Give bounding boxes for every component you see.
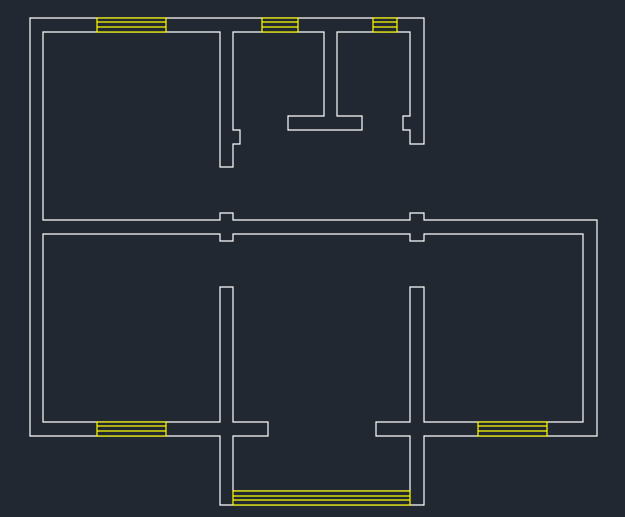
window-frame: [232, 490, 411, 506]
windows: [96, 17, 548, 506]
window-top-left: [96, 17, 167, 33]
window-bottom-center: [232, 490, 411, 506]
window-frame: [96, 421, 167, 437]
window-frame: [261, 17, 299, 33]
walls: [29, 17, 598, 506]
window-frame: [96, 17, 167, 33]
window-bottom-right: [477, 421, 548, 437]
lower-rooms-inner-outline: [42, 233, 584, 492]
outer-wall-outline: [29, 17, 598, 506]
window-top-middle: [261, 17, 299, 33]
window-frame: [477, 421, 548, 437]
window-top-right: [372, 17, 398, 33]
window-bottom-left: [96, 421, 167, 437]
window-frame: [372, 17, 398, 33]
